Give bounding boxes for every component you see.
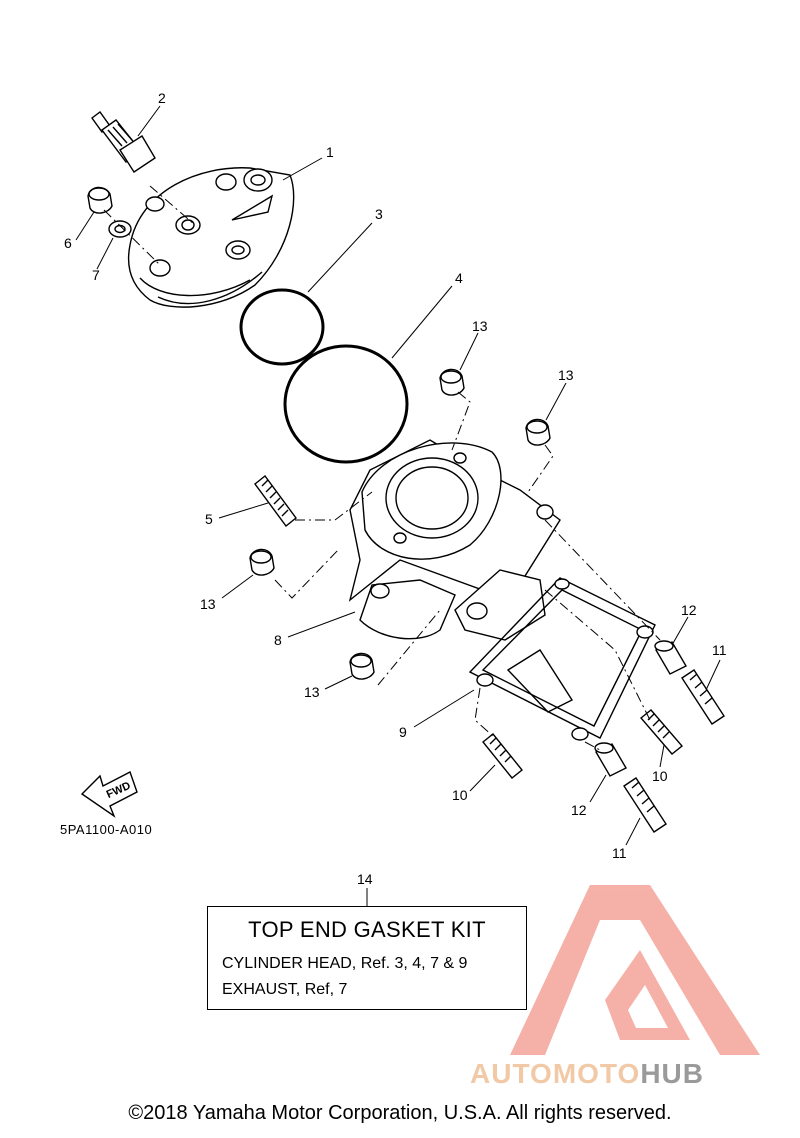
callout-leader-lines	[75, 105, 721, 906]
spark-plug-part-2	[91, 111, 156, 173]
stud-bolt-part-10-left	[482, 733, 523, 779]
copyright-notice: ©2018 Yamaha Motor Corporation, U.S.A. A…	[128, 1102, 672, 1124]
flange-nut-part-13-b	[525, 418, 551, 446]
cap-nut-part-6	[87, 186, 113, 214]
callout-14: 14	[357, 871, 373, 887]
callout-numbers: 1 2 3 4 5 6 7 8 9 10 10 11 11 12 12 13 1…	[64, 90, 727, 887]
stud-bolt-part-11-top	[681, 669, 725, 725]
gasket-kit-line-2: EXHAUST, Ref, 7	[222, 981, 348, 998]
automotohub-wordmark: AUTOMOTOHUB	[470, 1058, 704, 1090]
callout-12-bottom: 12	[571, 802, 587, 818]
diagram-reference-code: 5PA1100-A010	[60, 822, 153, 837]
callout-11-bottom: 11	[612, 845, 627, 861]
automotohub-logo-mark	[510, 885, 760, 1055]
callout-4: 4	[455, 270, 463, 286]
gasket-kit-title: TOP END GASKET KIT	[248, 917, 486, 942]
callout-2: 2	[158, 90, 166, 106]
flange-nut-part-13-c	[249, 548, 275, 576]
forward-direction-arrow-icon: FWD	[80, 771, 138, 818]
wordmark-auto: AUTO	[470, 1058, 553, 1089]
flange-nut-part-13-a	[439, 368, 465, 396]
assembly-center-lines	[103, 185, 661, 751]
callout-9: 9	[399, 724, 407, 740]
dowel-pin-part-12-top	[654, 640, 687, 675]
gasket-kit-line-1: CYLINDER HEAD, Ref. 3, 4, 7 & 9	[222, 955, 468, 972]
stud-bolt-part-10-right	[639, 709, 684, 755]
flange-nut-part-13-d	[349, 652, 375, 680]
callout-7: 7	[92, 267, 100, 283]
o-ring-part-3	[239, 288, 325, 366]
wordmark-moto: MOTO	[552, 1058, 641, 1089]
callout-11-top: 11	[712, 642, 727, 658]
cylinder-part-8	[348, 439, 561, 641]
callout-10-right: 10	[652, 768, 668, 784]
callout-13-d: 13	[304, 684, 320, 700]
stud-bolt-part-11-bottom	[623, 777, 667, 833]
callout-1: 1	[326, 144, 334, 160]
callout-12-top: 12	[681, 602, 697, 618]
callout-6: 6	[64, 235, 72, 251]
callout-3: 3	[375, 206, 383, 222]
callout-10-left: 10	[452, 787, 468, 803]
gasket-kit-box: TOP END GASKET KIT CYLINDER HEAD, Ref. 3…	[207, 906, 527, 1010]
stud-bolt-part-5	[254, 474, 297, 528]
callout-13-a: 13	[472, 318, 488, 334]
callout-8: 8	[274, 632, 282, 648]
callout-5: 5	[205, 511, 213, 527]
dowel-pin-part-12-bottom	[594, 742, 627, 777]
o-ring-part-4	[283, 344, 409, 464]
callout-13-c: 13	[200, 596, 216, 612]
callout-13-b: 13	[558, 367, 574, 383]
base-gasket-part-9	[468, 577, 656, 741]
washer-part-7	[108, 220, 132, 238]
wordmark-hub: HUB	[640, 1058, 704, 1089]
